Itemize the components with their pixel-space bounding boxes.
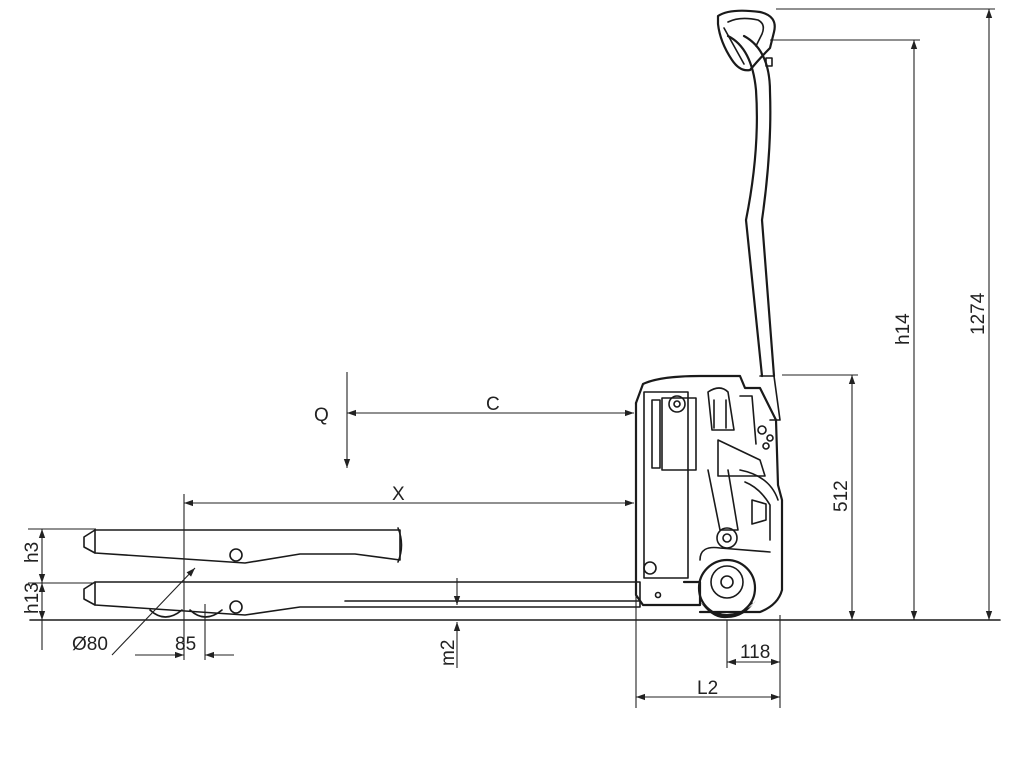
label-h3: h3 xyxy=(22,542,43,563)
dimension-lines xyxy=(28,8,995,708)
label-wheel-diameter: Ø80 xyxy=(72,634,108,655)
label-85: 85 xyxy=(175,634,196,655)
upper-fork xyxy=(83,527,403,564)
label-x: X xyxy=(392,484,405,505)
pallet-truck-outline xyxy=(83,9,784,619)
label-c: C xyxy=(486,394,500,415)
label-512: 512 xyxy=(831,480,852,512)
tiller-handle xyxy=(716,9,781,421)
label-l2: L2 xyxy=(697,678,718,699)
label-h14: h14 xyxy=(893,313,914,345)
drive-wheel xyxy=(697,558,757,619)
label-h13: h13 xyxy=(22,582,43,614)
dim-wheel-diameter-leader xyxy=(111,567,196,656)
label-q: Q xyxy=(314,405,329,426)
label-1274: 1274 xyxy=(968,292,989,335)
label-m2: m2 xyxy=(438,640,459,666)
chassis xyxy=(634,374,784,614)
label-118: 118 xyxy=(740,642,770,663)
lower-fork xyxy=(83,581,662,616)
dimension-labels: Q C X h3 h13 512 h14 1274 Ø80 85 m2 118 … xyxy=(22,292,989,699)
